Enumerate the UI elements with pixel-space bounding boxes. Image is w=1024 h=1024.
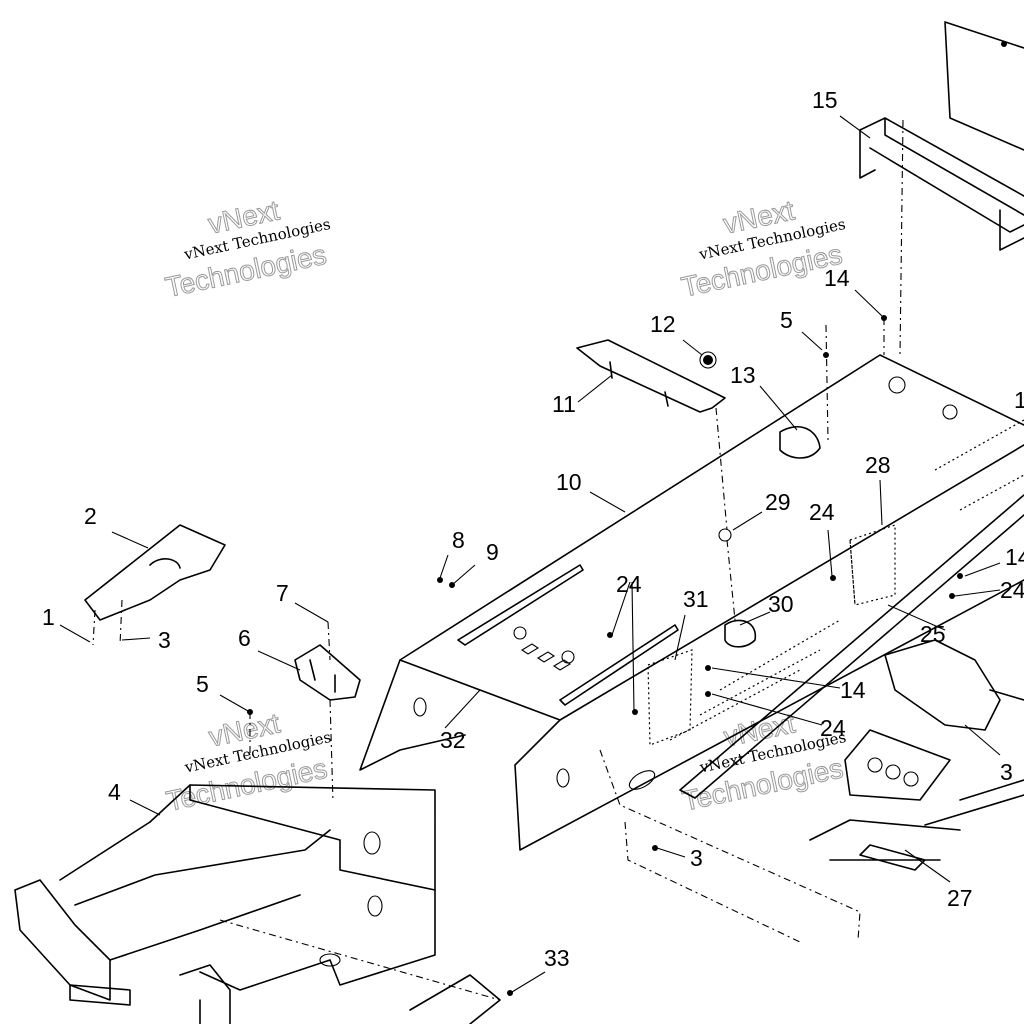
callout-24: 24 — [616, 571, 642, 597]
callout-13: 13 — [730, 362, 756, 388]
block-28 — [849, 524, 896, 606]
callout-1-right: 1 — [1014, 387, 1024, 413]
callout-28: 28 — [865, 452, 891, 478]
callout-14: 14 — [840, 677, 866, 703]
callout-labels: 15 14 5 12 13 11 1 10 28 29 24 14 24 24 … — [42, 87, 1024, 971]
callout-12: 12 — [650, 311, 676, 337]
callout-31: 31 — [683, 586, 709, 612]
callout-15: 15 — [812, 87, 838, 113]
leader-lines — [59, 115, 1001, 993]
watermark-left-bottom: vNext vNext Technologies Technologies — [163, 707, 333, 818]
hardware-parts — [437, 315, 963, 851]
block-31 — [647, 649, 693, 746]
callout-14: 14 — [1005, 544, 1024, 570]
watermark-left-top: vNext vNext Technologies Technologies — [162, 194, 332, 304]
callout-8: 8 — [452, 527, 465, 553]
callout-6: 6 — [238, 625, 251, 651]
bracket-2 — [84, 524, 226, 646]
callout-24: 24 — [809, 499, 835, 525]
callout-1: 1 — [42, 604, 55, 630]
bracket-15 — [859, 117, 1024, 356]
callout-29: 29 — [765, 489, 791, 515]
panel-top-right — [944, 21, 1024, 151]
callout-10: 10 — [556, 469, 582, 495]
callout-3: 3 — [1000, 759, 1013, 785]
callout-2: 2 — [84, 503, 97, 529]
callout-14: 14 — [824, 265, 850, 291]
callout-7: 7 — [276, 580, 289, 606]
callout-3: 3 — [158, 627, 171, 653]
rail-25 — [599, 494, 1024, 943]
callout-27: 27 — [947, 885, 973, 911]
callout-9: 9 — [486, 539, 499, 565]
callout-30: 30 — [768, 591, 794, 617]
callout-5: 5 — [196, 671, 209, 697]
callout-24: 24 — [1000, 577, 1024, 603]
bracket-11 — [576, 339, 726, 413]
callout-33: 33 — [544, 945, 570, 971]
main-frame-10 — [359, 354, 1024, 851]
callout-11: 11 — [552, 391, 576, 417]
callout-25: 25 — [920, 621, 946, 647]
callout-4: 4 — [108, 779, 121, 805]
callout-5: 5 — [780, 307, 793, 333]
bracket-6 — [294, 621, 361, 803]
callout-32: 32 — [440, 727, 466, 753]
frame-4 — [14, 709, 513, 1024]
callout-3: 3 — [690, 845, 703, 871]
callout-24: 24 — [820, 715, 846, 741]
